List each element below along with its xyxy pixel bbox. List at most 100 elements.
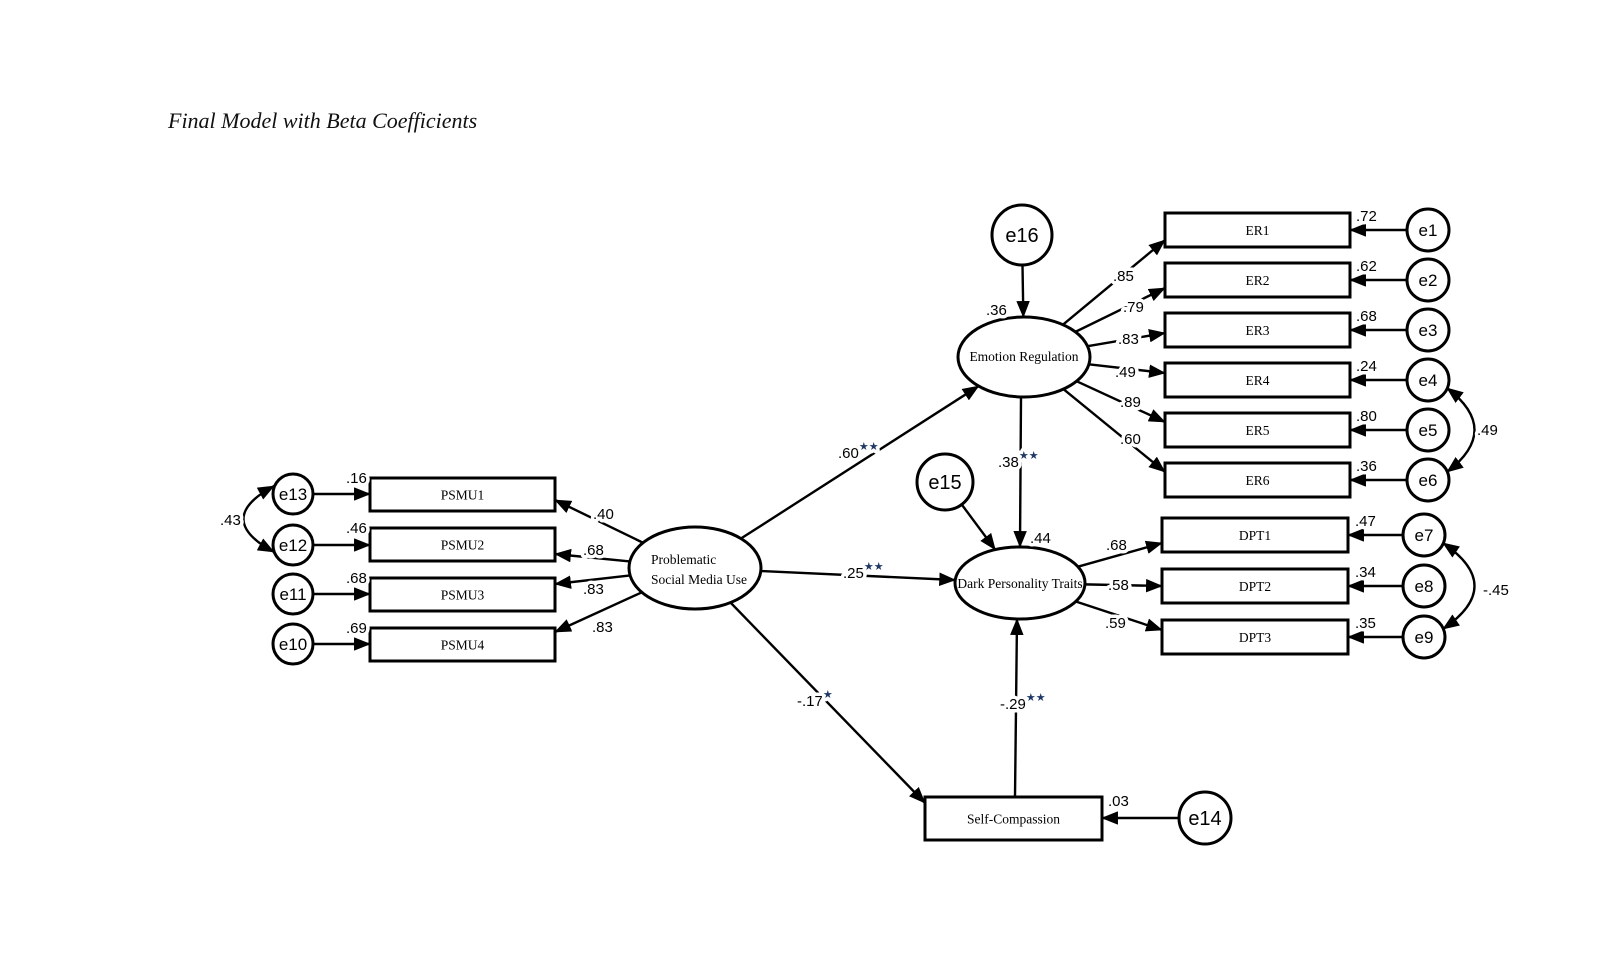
figure-title: Final Model with Beta Coefficients: [168, 108, 478, 133]
error-e11-circle: [271, 572, 315, 616]
indicator-psmu3-label: PSMU3: [441, 588, 485, 603]
structural-path-psmu-sc: [728, 600, 926, 804]
indicator-er2-box: [1163, 261, 1352, 299]
indicator-dpt1-box: [1160, 516, 1350, 554]
variance-label-er1: .72: [1356, 208, 1377, 225]
indicator-sc-label: Self-Compassion: [967, 812, 1060, 827]
indicator-dpt2-box: [1160, 567, 1350, 605]
error-e10-circle: [271, 622, 315, 666]
indicator-er2-label: ER2: [1245, 273, 1269, 288]
loading-value-dpt1: .68: [1106, 537, 1127, 554]
error-e15-circle: [915, 452, 975, 512]
loading-value-er5: .89: [1120, 394, 1141, 411]
coef-sc-dpt: -.29★★: [1000, 691, 1046, 713]
indicator-er5-label: ER5: [1245, 423, 1269, 438]
variance-label-psmu3: .68: [346, 570, 367, 587]
loading-path-er5: [1076, 380, 1166, 424]
loading-value-psmu4: .83: [592, 619, 613, 636]
r-squared-dpt: .44: [1030, 530, 1051, 547]
indicator-er6-box: [1163, 461, 1352, 499]
coef-psmu-sc: -.17★: [797, 688, 833, 710]
coef-psmu-dpt: .25★★: [843, 560, 884, 582]
error-e3-circle: [1405, 307, 1451, 353]
loading-path-psmu1: [554, 498, 644, 544]
loading-path-er4: [1088, 363, 1166, 378]
structural-path-er-dpt: [1013, 396, 1027, 548]
indicator-er3-label: ER3: [1245, 323, 1269, 338]
loading-value-er2: .79: [1123, 299, 1144, 316]
covariance-e7-e9-value: -.45: [1483, 582, 1509, 599]
loading-path-er6: [1062, 388, 1166, 473]
variance-label-psmu2: .46: [346, 520, 367, 537]
indicator-sc-box: [923, 795, 1104, 842]
loading-value-er1: .85: [1113, 268, 1134, 285]
indicator-psmu1-label: PSMU1: [441, 488, 485, 503]
variance-label-er2: .62: [1356, 258, 1377, 275]
error-e6-circle: [1405, 457, 1451, 503]
error-path-e15-to-dpt: [960, 503, 997, 551]
latent-dpt-ellipse: [953, 545, 1087, 621]
coef-er-dpt: .38★★: [998, 449, 1039, 471]
covariance-e13-e12-arrow: [242, 484, 275, 554]
error-e13-label: e13: [279, 485, 307, 504]
error-e12-label: e12: [279, 536, 307, 555]
latent-psmu-ellipse: [627, 525, 763, 611]
structural-path-psmu-dpt: [760, 569, 957, 586]
error-e10-label: e10: [279, 635, 307, 654]
loading-value-dpt2: .58: [1108, 577, 1129, 594]
indicator-er6-label: ER6: [1245, 473, 1269, 488]
error-e4-label: e4: [1419, 371, 1438, 390]
loading-path-psmu2: [554, 548, 630, 563]
loading-path-er2: [1074, 286, 1166, 333]
error-e4-circle: [1405, 357, 1451, 403]
coef-psmu-er: .60★★: [838, 440, 879, 462]
edges-layer: [242, 223, 1476, 825]
structural-path-sc-dpt: [1010, 618, 1024, 798]
variance-label-psmu1: .16: [346, 470, 367, 487]
loading-value-psmu3: .83: [583, 581, 604, 598]
variance-label-er3: .68: [1356, 308, 1377, 325]
error-e1-label: e1: [1419, 221, 1438, 240]
variance-label-dpt1: .47: [1355, 513, 1376, 530]
error-e14-circle: [1177, 790, 1233, 846]
error-e14-label: e14: [1188, 808, 1221, 830]
error-e6-label: e6: [1419, 471, 1438, 490]
r-squared-er: .36: [986, 302, 1007, 319]
error-e7-circle: [1401, 512, 1447, 558]
error-e5-label: e5: [1419, 421, 1438, 440]
loading-path-psmu3: [554, 574, 631, 589]
indicator-er1-box: [1163, 211, 1352, 249]
covariance-e7-e9-arrow: [1442, 542, 1476, 630]
error-e1-circle: [1405, 207, 1451, 253]
error-e2-circle: [1405, 257, 1451, 303]
indicator-er4-box: [1163, 361, 1352, 399]
indicator-psmu4-label: PSMU4: [441, 638, 485, 653]
indicator-psmu2-label: PSMU2: [441, 538, 485, 553]
loading-path-er1: [1062, 239, 1166, 326]
error-e11-label: e11: [279, 585, 306, 604]
error-e9-label: e9: [1415, 628, 1434, 647]
indicator-psmu4-box: [368, 626, 557, 663]
indicator-dpt2-label: DPT2: [1239, 579, 1271, 594]
loading-value-er6: .60: [1120, 431, 1141, 448]
error-e8-label: e8: [1415, 577, 1434, 596]
covariance-e13-e12-value: .43: [220, 512, 241, 529]
indicator-psmu1-box: [368, 476, 557, 513]
loading-value-er4: .49: [1115, 364, 1136, 381]
variance-label-psmu4: .69: [346, 620, 367, 637]
loading-path-dpt2: [1084, 578, 1163, 593]
variance-label-sc: .03: [1108, 793, 1129, 810]
loading-path-er3: [1087, 329, 1166, 348]
loading-value-dpt3: .59: [1105, 615, 1126, 632]
indicator-dpt3-label: DPT3: [1239, 630, 1272, 645]
error-e7-label: e7: [1415, 526, 1434, 545]
indicator-er3-box: [1163, 311, 1352, 349]
indicator-dpt3-box: [1160, 618, 1350, 656]
structural-path-psmu-er: [740, 385, 980, 540]
error-e16-circle: [990, 203, 1054, 267]
loading-path-psmu4: [554, 591, 643, 634]
